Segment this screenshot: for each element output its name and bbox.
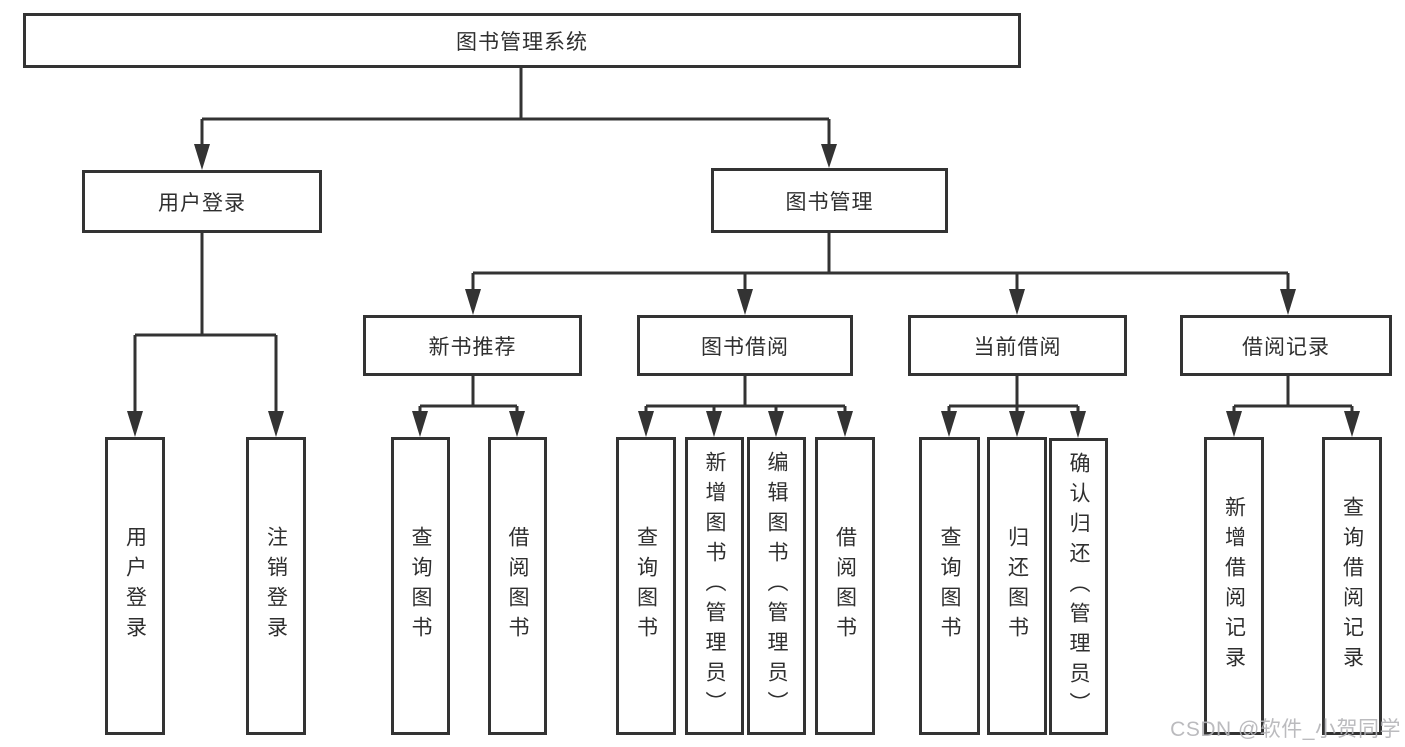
leaf-borrow-books-recommend: 借阅图书 (488, 437, 547, 735)
node-book-borrowing: 图书借阅 (637, 315, 853, 376)
node-label: 新书推荐 (428, 335, 517, 359)
leaf-query-books-borrowing: 查询图书 (616, 437, 676, 735)
leaf-label: 编辑图书（管理员） (765, 451, 788, 721)
leaf-label: 归还图书 (1005, 526, 1029, 646)
node-label: 当前借阅 (973, 335, 1062, 359)
leaf-label: 查询图书 (634, 526, 658, 646)
node-book-management: 图书管理 (711, 168, 948, 233)
leaf-label: 借阅图书 (506, 526, 529, 646)
leaf-label: 新增图书（管理员） (703, 451, 726, 721)
node-label: 图书管理 (785, 190, 874, 214)
node-borrow-records: 借阅记录 (1180, 315, 1392, 376)
leaf-return-books: 归还图书 (987, 437, 1047, 735)
leaf-borrow-books-borrowing: 借阅图书 (815, 437, 875, 735)
leaf-label: 查询图书 (938, 526, 961, 646)
leaf-label: 确认归还（管理员） (1067, 451, 1090, 722)
node-label: 图书借阅 (701, 335, 789, 359)
node-library-management-system: 图书管理系统 (23, 13, 1021, 68)
node-label: 图书管理系统 (456, 30, 588, 54)
node-label: 借阅记录 (1242, 335, 1330, 359)
leaf-query-books-recommend: 查询图书 (391, 437, 450, 735)
leaf-edit-books-admin: 编辑图书（管理员） (747, 437, 806, 735)
csdn-watermark: CSDN @软件_小贺同学 (1170, 718, 1401, 741)
leaf-query-books-current: 查询图书 (919, 437, 980, 735)
leaf-label: 查询借阅记录 (1340, 496, 1364, 676)
leaf-label: 查询图书 (409, 526, 432, 646)
node-new-book-recommend: 新书推荐 (363, 315, 582, 376)
leaf-logout: 注销登录 (246, 437, 306, 735)
leaf-add-borrow-record: 新增借阅记录 (1204, 437, 1264, 735)
leaf-label: 新增借阅记录 (1222, 496, 1246, 676)
leaf-label: 借阅图书 (833, 526, 857, 646)
leaf-label: 用户登录 (123, 526, 147, 646)
node-user-login: 用户登录 (82, 170, 322, 233)
leaf-label: 注销登录 (264, 526, 288, 646)
arrowheads (127, 144, 1360, 438)
node-label: 用户登录 (158, 191, 246, 215)
leaf-add-books-admin: 新增图书（管理员） (685, 437, 744, 735)
leaf-confirm-return-admin: 确认归还（管理员） (1049, 438, 1108, 735)
leaf-query-borrow-record: 查询借阅记录 (1322, 437, 1382, 735)
node-current-borrowing: 当前借阅 (908, 315, 1127, 376)
leaf-user-login: 用户登录 (105, 437, 165, 735)
